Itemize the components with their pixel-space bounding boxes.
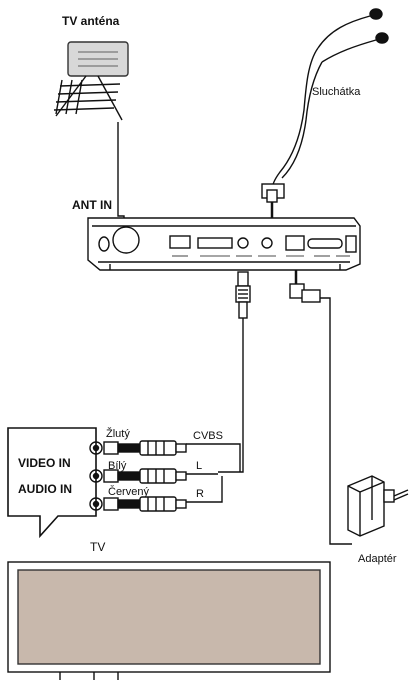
av-cable-yellow: [186, 443, 241, 472]
cvbs-label: CVBS: [193, 430, 223, 442]
rca-red-connector: [89, 496, 187, 512]
tv-antenna-icon: [53, 41, 129, 121]
tv-inputs-callout: [7, 427, 97, 539]
power-plug-icon: [289, 270, 321, 303]
adapter-label: Adaptér: [358, 553, 397, 565]
red-label: Červený: [108, 486, 149, 498]
white-label: Bílý: [108, 460, 127, 472]
av-cable-red: [186, 476, 223, 503]
headphones-label: Sluchátka: [312, 86, 361, 98]
adapter-cable: [320, 297, 352, 545]
video-in-label: VIDEO IN: [18, 456, 71, 470]
rca-yellow-connector: [89, 440, 187, 456]
yellow-label: Žlutý: [106, 428, 130, 440]
dvd-player-device: [87, 217, 361, 271]
audio-in-label: AUDIO IN: [18, 482, 72, 496]
tv-label: TV: [90, 540, 106, 554]
ant-in-label: ANT IN: [72, 198, 112, 212]
headphones-icon: [261, 8, 389, 218]
tv-icon: [7, 561, 331, 680]
rca-white-connector: [89, 468, 187, 484]
left-channel-label: L: [196, 460, 203, 472]
power-adapter-icon: [347, 475, 409, 537]
right-channel-label: R: [196, 488, 204, 500]
tv-antenna-label: TV anténa: [62, 14, 120, 28]
av-cable: [218, 318, 244, 473]
av-plug-icon: [235, 271, 251, 319]
